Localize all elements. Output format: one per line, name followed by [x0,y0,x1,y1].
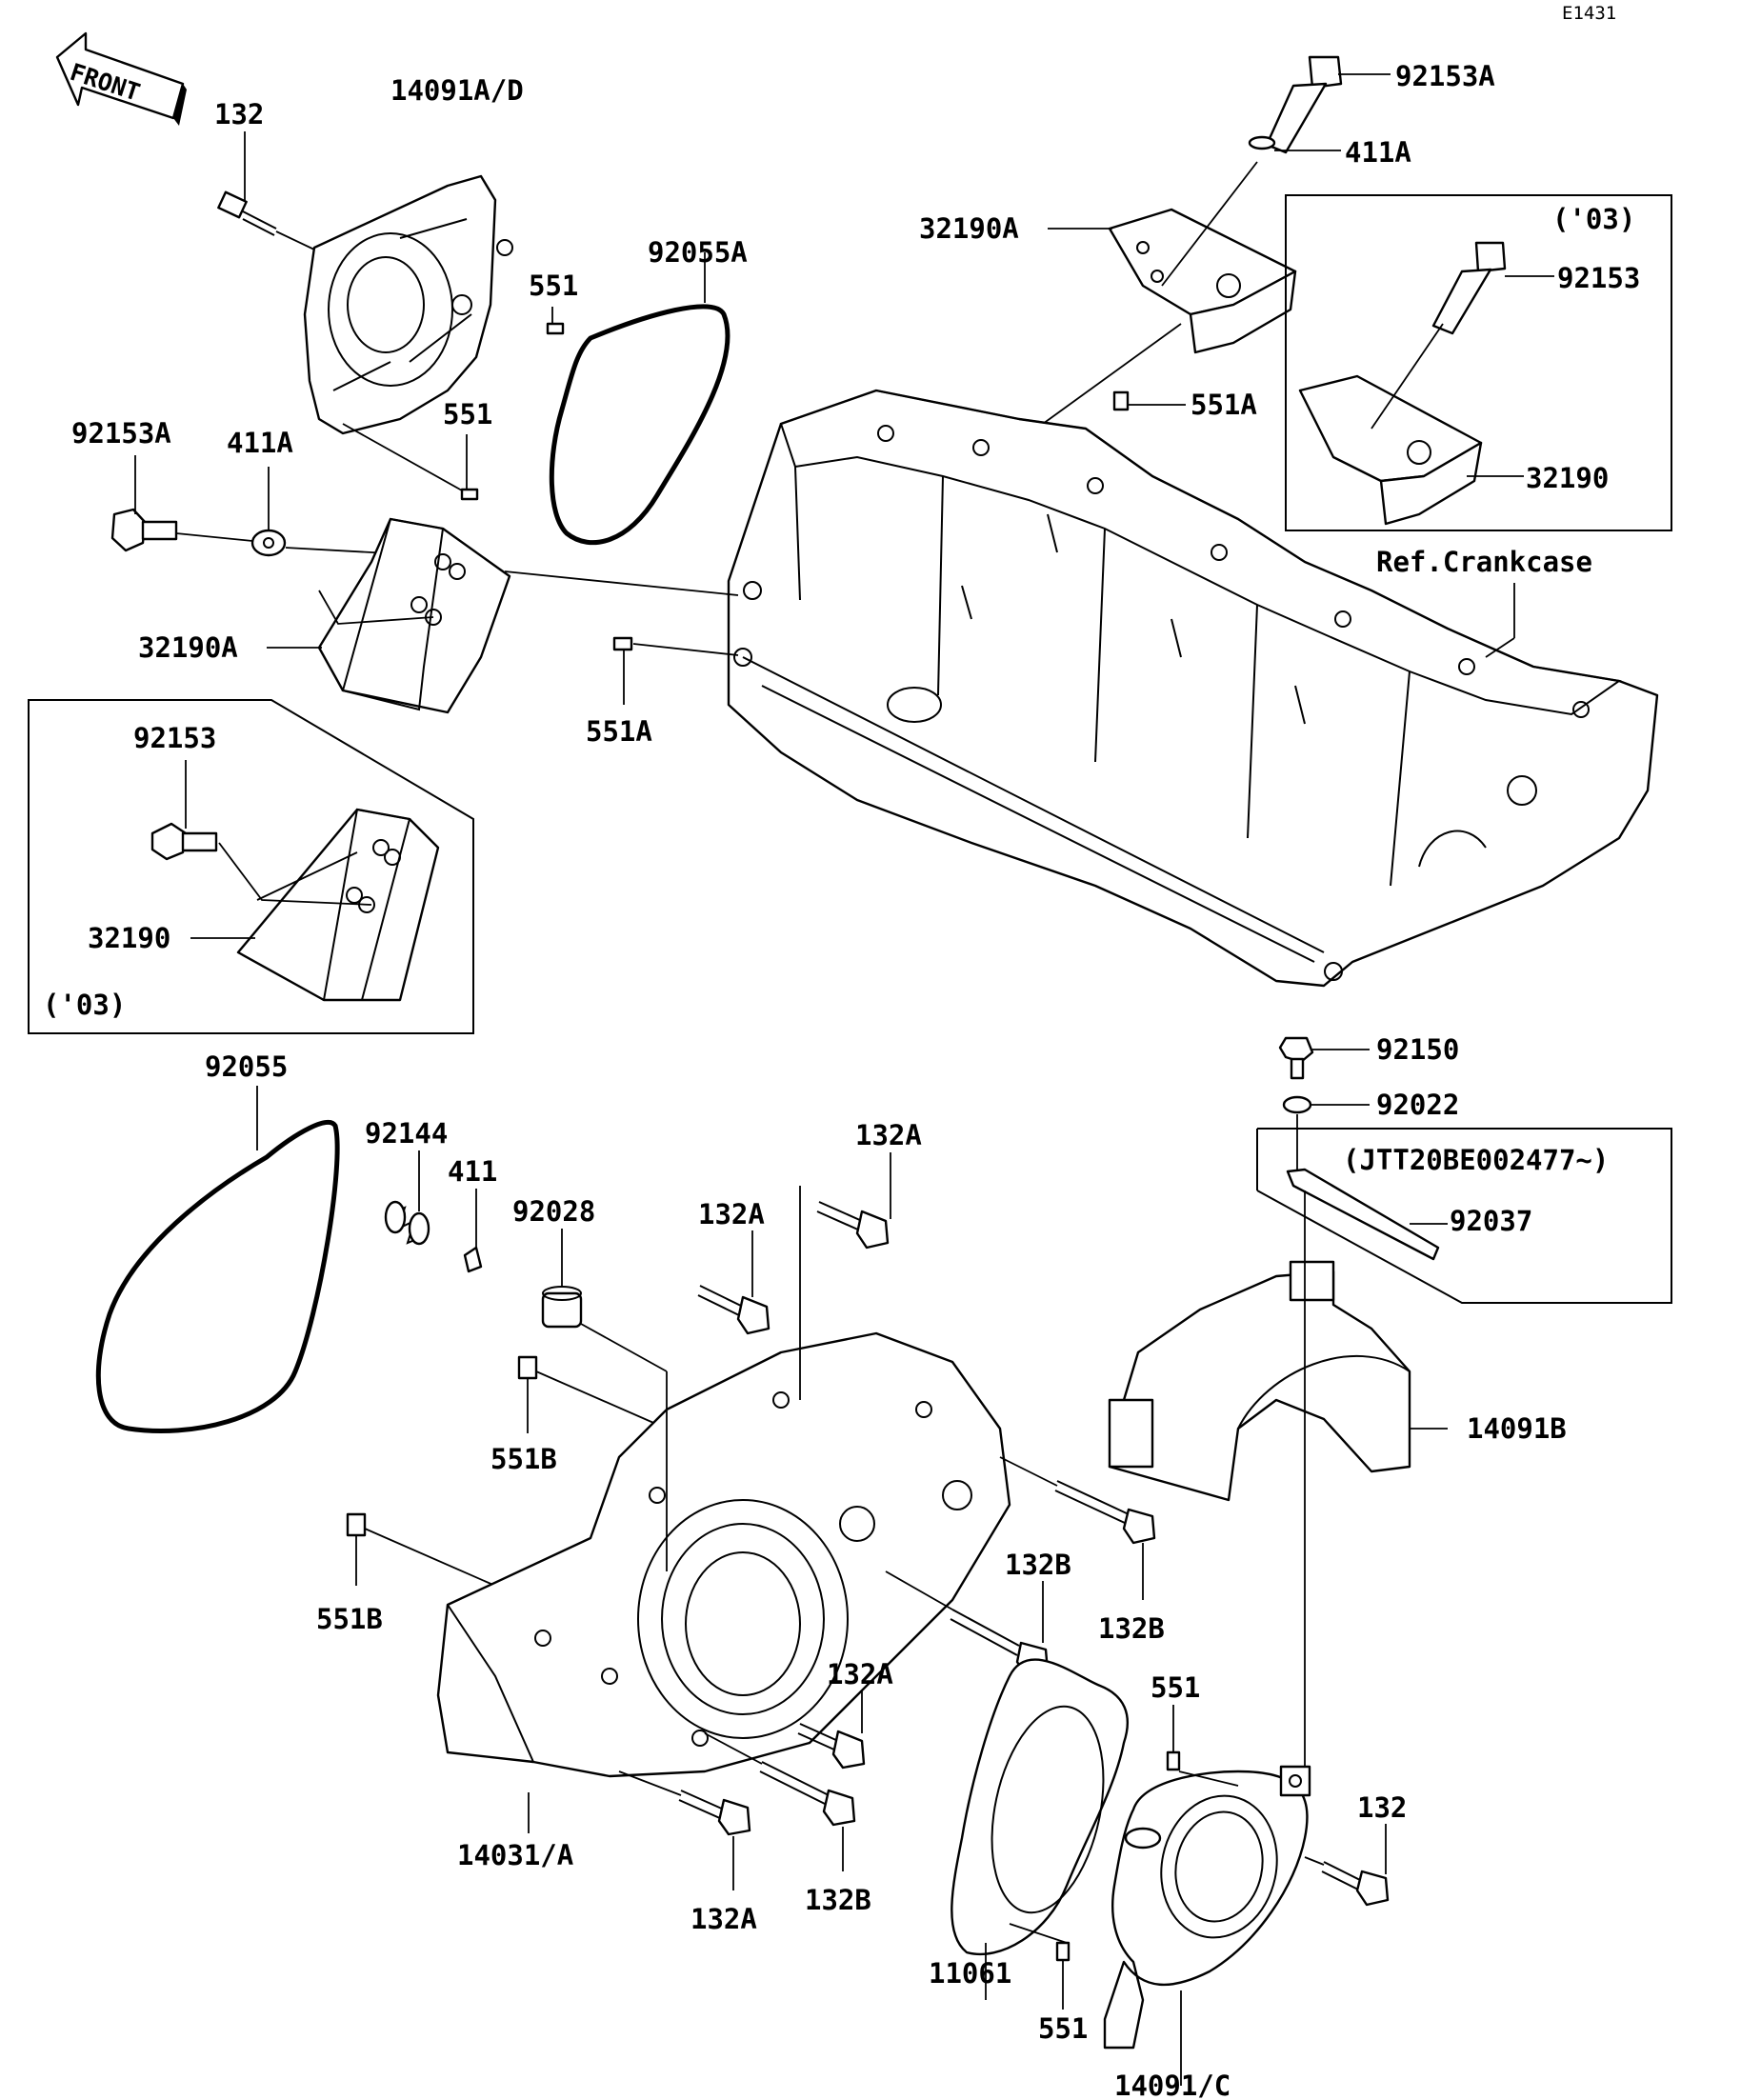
label-132A-2: 132A [698,1198,765,1230]
label-551-d: 551 [1038,2012,1088,2045]
label-132B-b: 132B [1098,1612,1165,1645]
label-132A-3: 132A [827,1658,893,1690]
bolt-132B-a-icon [1054,1480,1156,1545]
label-92150: 92150 [1376,1033,1459,1066]
gasket-92055A [549,304,730,546]
diagram-id: E1431 [1562,3,1616,24]
label-551-b: 551 [443,398,492,430]
gasket-92055 [95,1119,340,1433]
label-551-c: 551 [1151,1671,1200,1704]
label-92153-left: 92153 [133,722,216,754]
label-11061: 11061 [929,1957,1011,1990]
variant-box-left [28,699,474,1034]
washer-411A-left [250,529,287,557]
cover-14091AD [303,174,513,435]
year-note-top: ('03) [1552,203,1635,235]
dowel-551A-top [1112,390,1130,411]
front-arrow-icon: FRONT [55,31,187,126]
bracket-32190-left [236,808,440,1002]
label-551B-a: 551B [490,1443,557,1475]
label-132A-bottom: 132A [690,1903,757,1935]
label-14091AD: 14091A/D [390,74,524,107]
bolt-132-right-icon [1321,1861,1390,1907]
label-92153A-left: 92153A [71,417,171,450]
cover-14031A [436,1331,1011,1778]
dowel-551B-a [517,1355,538,1380]
label-551A-top: 551A [1191,389,1257,421]
dowel-551-d [1055,1941,1071,1962]
washer-411A-top [1248,135,1276,150]
bolt-132A-2-icon [697,1285,770,1335]
label-132B-a: 132B [1005,1549,1071,1581]
variant-box-right [1256,1128,1672,1304]
cover-14091B [1108,1260,1411,1502]
bolt-132A-1-icon [816,1201,890,1250]
bolt-92153A-left-icon [110,508,178,552]
bolt-132A-bottom-icon [678,1790,751,1836]
label-132B-bottom: 132B [805,1884,871,1916]
label-411: 411 [448,1155,497,1188]
label-92153-box: 92153 [1557,262,1640,294]
label-14091C: 14091/C [1114,2070,1231,2100]
dowel-551-b [460,488,479,501]
label-32190-left: 32190 [88,922,170,954]
label-132A-top: 132A [855,1119,922,1151]
label-551-a: 551 [529,270,578,302]
label-32190-box: 32190 [1526,462,1609,494]
crankcase [727,389,1659,988]
bolt-132B-bottom-icon [759,1761,856,1827]
label-551B-b: 551B [316,1603,383,1635]
bolt-132-top-icon [217,190,315,250]
label-411A-top: 411A [1345,136,1411,169]
bolt-132A-3-icon [797,1723,866,1770]
bolt-92153-left-icon [150,822,218,861]
label-32190A-top: 32190A [919,212,1019,245]
bracket-32190-box [1298,374,1483,526]
label-411A-left: 411A [227,427,293,459]
label-32190A-left: 32190A [138,631,238,664]
washer-92022-icon [1282,1095,1312,1114]
dowel-551A-mid [612,636,633,651]
bushing-92028-icon [541,1286,583,1329]
label-551A-mid: 551A [586,715,652,748]
strap-92037 [1286,1168,1440,1261]
bolt-92153-box-icon [1431,241,1507,335]
label-92055: 92055 [205,1050,288,1083]
cover-14091C [1103,1765,1311,2050]
bolt-92150-icon [1278,1036,1314,1080]
washer-411-icon [463,1246,483,1273]
label-92037: 92037 [1450,1205,1532,1237]
spring-92144-icon [384,1200,430,1246]
dowel-551-c [1166,1750,1181,1771]
serial-note: (JTT20BE002477~) [1343,1144,1609,1176]
label-ref-crankcase: Ref.Crankcase [1376,546,1592,578]
label-92028: 92028 [512,1195,595,1228]
dowel-551-a [546,322,565,335]
label-132-top: 132 [214,98,264,130]
label-92144: 92144 [365,1117,448,1150]
label-92153A-top: 92153A [1395,60,1495,92]
year-note-left: ('03) [43,989,126,1021]
label-92055A: 92055A [648,236,748,269]
label-132-right: 132 [1357,1791,1407,1824]
gasket-11061 [951,1658,1129,1956]
bolt-92153A-top-icon [1265,55,1391,154]
bracket-32190A-left [317,517,511,714]
label-14031A: 14031/A [457,1839,573,1871]
dowel-551B-b [346,1512,367,1537]
label-92022: 92022 [1376,1089,1459,1121]
bracket-32190A-top [1108,208,1297,354]
variant-box-top [1285,194,1672,531]
label-14091B: 14091B [1467,1412,1567,1445]
